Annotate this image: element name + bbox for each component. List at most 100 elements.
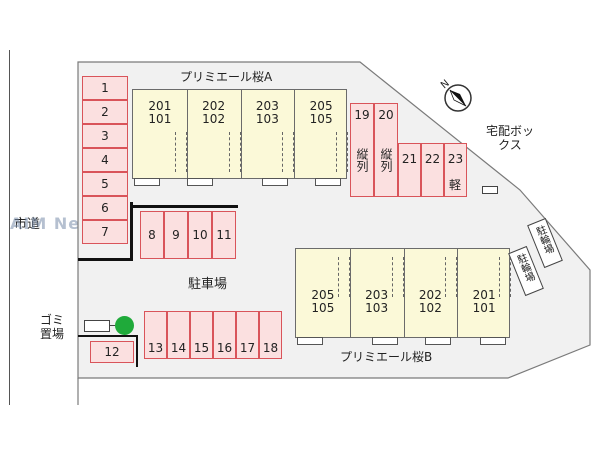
unit-number-top: 205 bbox=[311, 288, 335, 302]
unit-number-top: 201 bbox=[148, 99, 172, 113]
parking-spot-19: 19 bbox=[350, 103, 374, 197]
wall-left bbox=[78, 258, 130, 261]
spot-number: 9 bbox=[172, 228, 180, 242]
tree-icon bbox=[115, 316, 134, 335]
wall-left-vertical bbox=[130, 202, 133, 261]
parking-label: 駐車場 bbox=[188, 277, 228, 292]
parking-spot-8: 8 bbox=[140, 211, 164, 259]
parking-spot-4: 4 bbox=[82, 148, 128, 172]
unit-number-top: 203 bbox=[255, 99, 279, 113]
parking-spot-1: 1 bbox=[82, 76, 128, 100]
unit-number-bottom: 102 bbox=[202, 112, 226, 126]
spot-number: 22 bbox=[424, 152, 441, 166]
spot-number: 14 bbox=[170, 341, 187, 355]
parking-spot-6: 6 bbox=[82, 196, 128, 220]
stairway bbox=[445, 257, 458, 297]
spot-number: 15 bbox=[193, 341, 210, 355]
parking-spot-12: 12 bbox=[90, 341, 134, 363]
spot-number: 18 bbox=[262, 341, 279, 355]
wall-bottom-right bbox=[136, 335, 138, 367]
building-a-name: プリミエール桜A bbox=[180, 70, 273, 84]
unit-divider bbox=[240, 90, 242, 178]
spot-number: 3 bbox=[101, 129, 109, 143]
spot-number: 2 bbox=[101, 105, 109, 119]
entry-step bbox=[372, 337, 398, 345]
entry-step bbox=[262, 178, 288, 186]
parking-spot-9: 9 bbox=[164, 211, 188, 259]
unit-divider bbox=[349, 249, 351, 337]
unit-number-bottom: 103 bbox=[365, 301, 389, 315]
entry-step bbox=[315, 178, 341, 186]
stairway bbox=[337, 257, 350, 297]
entry-step bbox=[134, 178, 160, 186]
garbage-box bbox=[84, 320, 110, 332]
unit-number-bottom: 105 bbox=[311, 301, 335, 315]
spot-number: 17 bbox=[239, 341, 256, 355]
spot-number: 13 bbox=[147, 341, 164, 355]
unit-number-bottom: 105 bbox=[309, 112, 333, 126]
unit-divider bbox=[457, 249, 459, 337]
spot-number: 1 bbox=[101, 81, 109, 95]
unit-number-top: 202 bbox=[418, 288, 442, 302]
spot-number: 10 bbox=[192, 228, 208, 242]
parking-spot-2: 2 bbox=[82, 100, 128, 124]
parking-spot-21: 21 bbox=[398, 143, 421, 197]
unit-divider bbox=[294, 90, 296, 178]
unit-number-bottom: 102 bbox=[418, 301, 442, 315]
spot-number: 4 bbox=[101, 153, 109, 167]
spot-number: 7 bbox=[101, 225, 109, 239]
delivery-box-icon bbox=[482, 186, 498, 194]
stairway bbox=[499, 257, 512, 297]
parking-spot-23: 23 bbox=[444, 143, 467, 197]
spot-number: 16 bbox=[216, 341, 233, 355]
city-road-line bbox=[9, 50, 10, 405]
delivery-box-label: 宅配ボックス bbox=[485, 124, 534, 152]
wall-middle bbox=[130, 205, 238, 208]
parking-spot-20: 20 bbox=[374, 103, 398, 197]
spot-number: 8 bbox=[148, 228, 156, 242]
road-label: 市道 bbox=[14, 217, 41, 232]
tandem-label: 縦列 bbox=[355, 148, 369, 172]
parking-spot-11: 11 bbox=[212, 211, 236, 259]
unit-divider bbox=[403, 249, 405, 337]
parking-spot-3: 3 bbox=[82, 124, 128, 148]
unit-number-top: 201 bbox=[472, 288, 496, 302]
spot-number: 6 bbox=[101, 201, 109, 215]
unit-number-bottom: 101 bbox=[148, 112, 172, 126]
stairway bbox=[282, 132, 295, 172]
spot-number: 19 bbox=[354, 108, 370, 122]
wall-bottom-top bbox=[78, 335, 138, 337]
unit-number-bottom: 103 bbox=[255, 112, 279, 126]
garbage-label: ゴミ置場 bbox=[39, 313, 64, 341]
parking-spot-7: 7 bbox=[82, 220, 128, 244]
stairway bbox=[336, 132, 349, 172]
parking-spot-22: 22 bbox=[421, 143, 444, 197]
spot-number: 21 bbox=[401, 152, 418, 166]
parking-spot-17: 17 bbox=[236, 311, 259, 359]
north-compass-icon bbox=[444, 84, 472, 112]
stairway bbox=[228, 132, 241, 172]
parking-spot-15: 15 bbox=[190, 311, 213, 359]
parking-spot-13: 13 bbox=[144, 311, 167, 359]
parking-spot-14: 14 bbox=[167, 311, 190, 359]
spot-number: 5 bbox=[101, 177, 109, 191]
stairway bbox=[174, 132, 187, 172]
spot-number: 11 bbox=[216, 228, 232, 242]
unit-number-bottom: 101 bbox=[472, 301, 496, 315]
entry-step bbox=[297, 337, 323, 345]
stairway bbox=[391, 257, 404, 297]
parking-spot-18: 18 bbox=[259, 311, 282, 359]
entry-step bbox=[480, 337, 506, 345]
unit-divider bbox=[186, 90, 188, 178]
entry-step bbox=[425, 337, 451, 345]
tandem-label: 縦列 bbox=[379, 148, 393, 172]
entry-step bbox=[187, 178, 213, 186]
